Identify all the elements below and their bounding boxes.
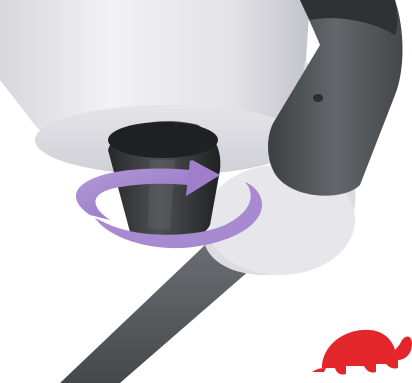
support-rod: [60, 245, 250, 383]
turtle-icon: [312, 330, 412, 375]
